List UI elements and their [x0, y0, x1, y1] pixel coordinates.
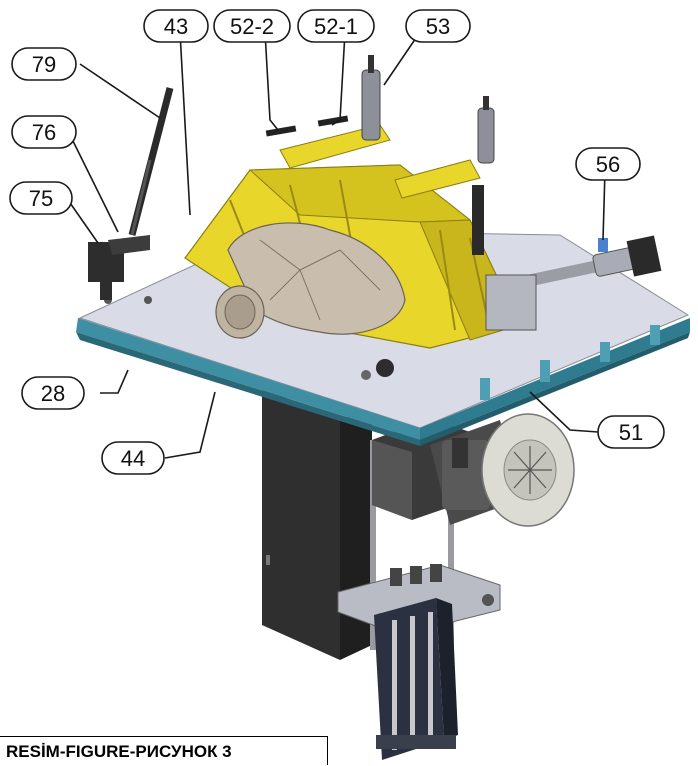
leader-lines [67, 31, 606, 459]
callout-oval-79 [11, 47, 77, 81]
callout-oval-56 [575, 147, 641, 181]
callout-oval-52-1 [297, 9, 375, 43]
motor [430, 413, 575, 527]
callout-oval-53 [405, 9, 471, 43]
callout-oval-28 [21, 376, 85, 410]
left-clamp [88, 87, 174, 300]
callout-label-79: 79 [32, 52, 56, 77]
callout-oval-43 [143, 9, 209, 43]
callout-oval-44 [101, 441, 165, 475]
callout-label-44: 44 [121, 446, 145, 471]
callout-label-28: 28 [41, 381, 65, 406]
callout-label-52-2: 52-2 [230, 14, 274, 39]
callout-label-75: 75 [29, 186, 53, 211]
callout-oval-51 [597, 415, 665, 449]
callout-label-76: 76 [32, 120, 56, 145]
callout-label-51: 51 [619, 420, 643, 445]
casting-workpiece [215, 222, 406, 339]
callout-label-43: 43 [164, 14, 188, 39]
callout-oval-75 [9, 181, 73, 215]
callout-label-52-1: 52-1 [314, 14, 358, 39]
callout-label-56: 56 [596, 152, 620, 177]
side-cylinder [485, 235, 662, 331]
callout-label-53: 53 [426, 14, 450, 39]
figure-caption: RESİM-FIGURE-РИСУНОК 3 [0, 736, 328, 765]
callout-oval-76 [11, 115, 77, 149]
callout-ovals [9, 9, 665, 475]
callout-labels: 43 52-2 52-1 53 79 76 75 56 28 44 51 [29, 14, 643, 471]
callout-oval-52-2 [213, 9, 291, 43]
